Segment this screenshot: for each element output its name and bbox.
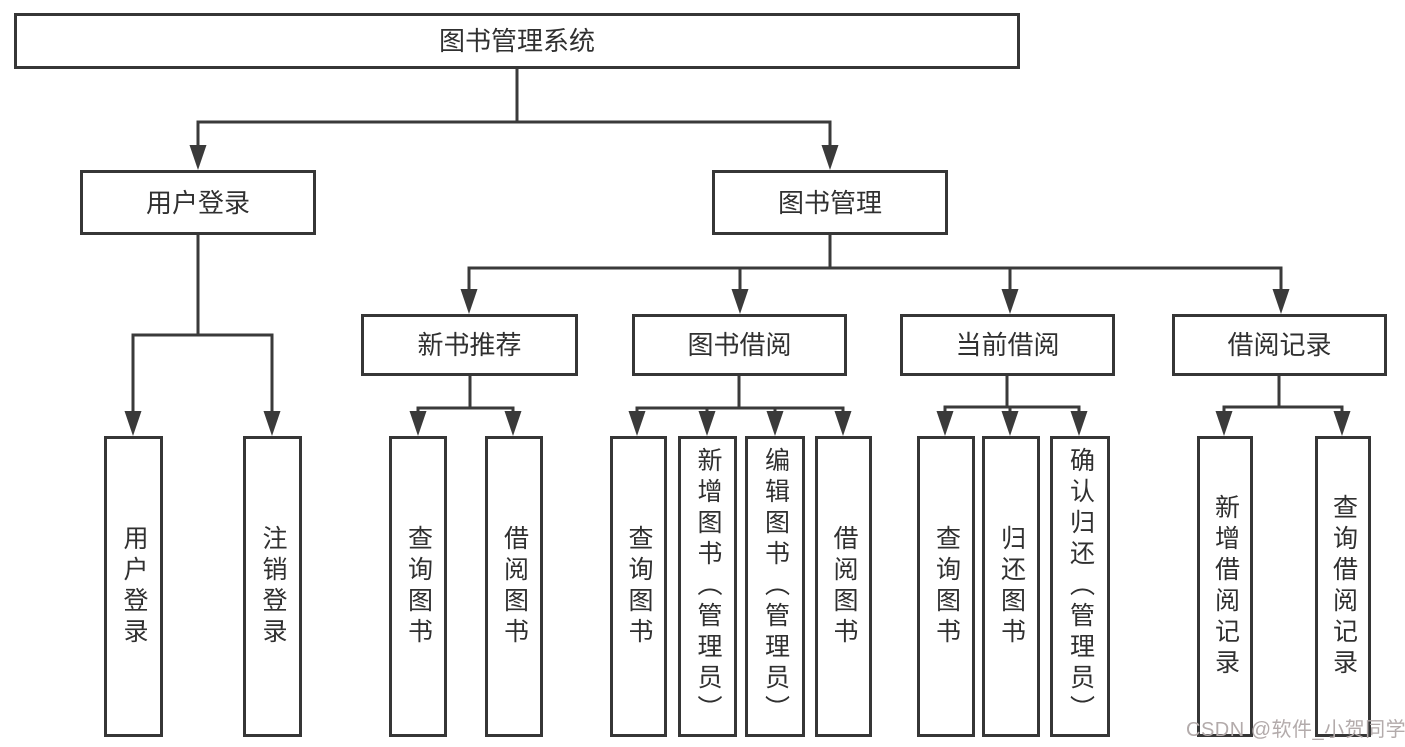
leaf-logout-label: 注销登录 <box>259 524 287 649</box>
leaf-records-query-record: 查询借阅记录 <box>1315 436 1371 737</box>
leaf-current-return-books: 归还图书 <box>982 436 1040 737</box>
leaf-borrow-query-books-label: 查询图书 <box>625 524 653 649</box>
leaf-newbook-query-books: 查询图书 <box>389 436 447 737</box>
node-book-management: 图书管理 <box>712 170 948 235</box>
leaf-records-query-record-label: 查询借阅记录 <box>1329 493 1358 680</box>
arrowheads <box>124 145 1351 436</box>
node-current-borrow: 当前借阅 <box>900 314 1115 376</box>
leaf-borrow-edit-books-admin: 编辑图书（管理员） <box>745 436 805 737</box>
leaf-user-login-label: 用户登录 <box>120 524 148 649</box>
leaf-newbook-query-books-label: 查询图书 <box>404 524 433 649</box>
leaf-current-confirm-return-admin-label: 确认归还（管理员） <box>1066 447 1095 726</box>
node-book-borrow: 图书借阅 <box>632 314 847 376</box>
leaf-user-login: 用户登录 <box>104 436 163 737</box>
leaf-borrow-add-books-admin: 新增图书（管理员） <box>678 436 737 737</box>
node-borrow-records: 借阅记录 <box>1172 314 1387 376</box>
connector-paths <box>131 69 1344 414</box>
leaf-borrow-edit-books-admin-label: 编辑图书（管理员） <box>761 447 790 726</box>
node-root: 图书管理系统 <box>14 13 1020 69</box>
leaf-current-return-books-label: 归还图书 <box>997 524 1026 649</box>
leaf-borrow-borrow-books-label: 借阅图书 <box>830 524 858 649</box>
leaf-borrow-query-books: 查询图书 <box>610 436 667 737</box>
leaf-records-add-record: 新增借阅记录 <box>1197 436 1253 737</box>
leaf-borrow-add-books-admin-label: 新增图书（管理员） <box>694 447 722 726</box>
leaf-newbook-borrow-books-label: 借阅图书 <box>500 524 529 649</box>
leaf-current-query-books: 查询图书 <box>917 436 975 737</box>
leaf-logout: 注销登录 <box>243 436 302 737</box>
watermark: CSDN @软件_小贺同学 <box>1186 719 1405 741</box>
node-new-book-recommend: 新书推荐 <box>361 314 578 376</box>
leaf-records-add-record-label: 新增借阅记录 <box>1211 493 1240 680</box>
leaf-newbook-borrow-books: 借阅图书 <box>485 436 543 737</box>
leaf-current-confirm-return-admin: 确认归还（管理员） <box>1050 436 1110 737</box>
node-user-login: 用户登录 <box>80 170 316 235</box>
leaf-borrow-borrow-books: 借阅图书 <box>815 436 872 737</box>
leaf-current-query-books-label: 查询图书 <box>932 524 961 649</box>
